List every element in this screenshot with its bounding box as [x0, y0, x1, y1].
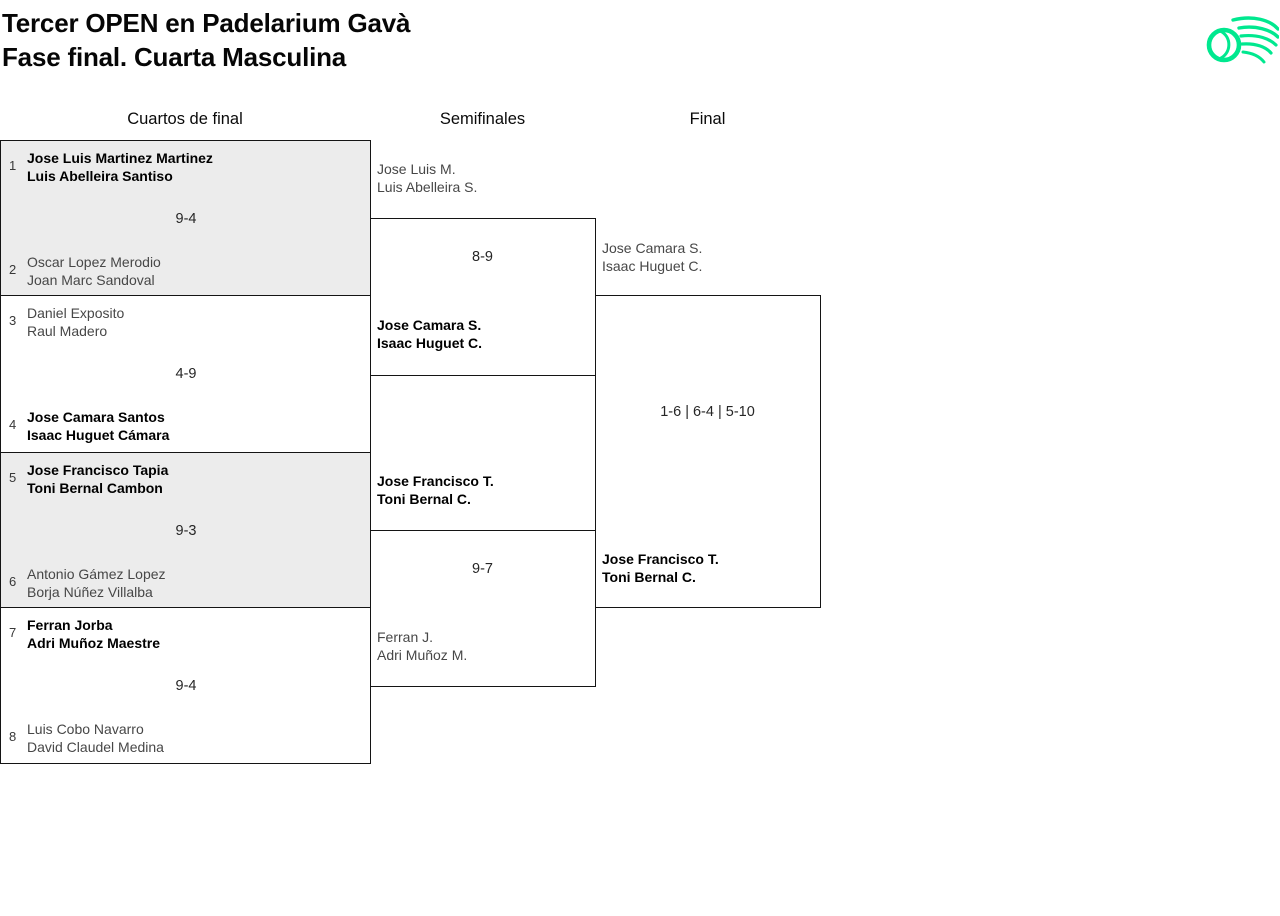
team-pair: Jose Francisco T. Toni Bernal C.: [377, 472, 494, 508]
player-name: Jose Camara Santos: [27, 409, 165, 425]
quarterfinal-match-1: 1 Jose Luis Martinez Martinez Luis Abell…: [0, 140, 371, 296]
team-pair: Luis Cobo Navarro David Claudel Medina: [27, 720, 164, 756]
player-name: Jose Camara S.: [602, 240, 703, 256]
team-pair: Jose Luis M. Luis Abelleira S.: [377, 160, 477, 196]
round-header-semifinales: Semifinales: [439, 110, 526, 128]
match-score: 8-9: [472, 249, 493, 265]
seed-number: 6: [9, 574, 17, 589]
team-pair: Jose Camara S. Isaac Huguet C.: [377, 316, 482, 352]
player-name: David Claudel Medina: [27, 739, 164, 755]
team-pair: Jose Camara Santos Isaac Huguet Cámara: [27, 408, 169, 444]
player-name: Isaac Huguet C.: [377, 335, 483, 351]
player-name: Luis Abelleira S.: [377, 179, 478, 195]
player-name: Isaac Huguet C.: [602, 258, 703, 274]
player-name: Jose Luis M.: [377, 161, 456, 177]
player-name: Joan Marc Sandoval: [27, 272, 155, 288]
player-name: Jose Camara S.: [377, 317, 482, 333]
player-name: Oscar Lopez Merodio: [27, 254, 161, 270]
round-header-cuartos-de-final: Cuartos de final: [127, 110, 243, 128]
player-name: Isaac Huguet Cámara: [27, 427, 170, 443]
match-score: 9-7: [472, 561, 493, 577]
player-name: Toni Bernal C.: [377, 491, 471, 507]
quarterfinal-match-3: 5 Jose Francisco Tapia Toni Bernal Cambo…: [0, 452, 371, 608]
page-title: Tercer OPEN en Padelarium Gavà Fase fina…: [2, 6, 410, 74]
team-pair: Jose Camara S. Isaac Huguet C.: [602, 239, 702, 275]
match-score: 9-3: [175, 523, 197, 539]
player-name: Jose Francisco Tapia: [27, 462, 169, 478]
round-header-final: Final: [689, 110, 726, 128]
team-pair: Jose Francisco Tapia Toni Bernal Cambon: [27, 461, 168, 497]
player-name: Antonio Gámez Lopez: [27, 566, 166, 582]
player-name: Luis Abelleira Santiso: [27, 168, 173, 184]
match-score: 4-9: [175, 366, 197, 382]
seed-number: 4: [9, 417, 17, 432]
seed-number: 3: [9, 313, 17, 328]
team-pair: Ferran J. Adri Muñoz M.: [377, 628, 467, 664]
final-match-box: [595, 295, 821, 608]
team-pair: Antonio Gámez Lopez Borja Núñez Villalba: [27, 565, 166, 601]
player-name: Ferran Jorba: [27, 617, 113, 633]
match-score: 1-6 | 6-4 | 5-10: [660, 404, 755, 420]
player-name: Jose Luis Martinez Martinez: [27, 150, 213, 166]
seed-number: 8: [9, 729, 17, 744]
player-name: Borja Núñez Villalba: [27, 584, 153, 600]
quarterfinal-match-2: 3 Daniel Exposito Raul Madero 4-9 4 Jose…: [0, 295, 371, 453]
seed-number: 5: [9, 470, 17, 485]
match-score: 9-4: [175, 211, 197, 227]
player-name: Adri Muñoz M.: [377, 647, 468, 663]
team-pair: Jose Luis Martinez Martinez Luis Abellei…: [27, 149, 213, 185]
seed-number: 7: [9, 625, 17, 640]
page-title-line2: Fase final. Cuarta Masculina: [2, 42, 347, 72]
team-pair: Daniel Exposito Raul Madero: [27, 304, 124, 340]
player-name: Toni Bernal C.: [602, 569, 696, 585]
seed-number: 1: [9, 158, 17, 173]
team-pair: Ferran Jorba Adri Muñoz Maestre: [27, 616, 160, 652]
semifinal-match-2-box: [370, 530, 596, 687]
player-name: Adri Muñoz Maestre: [27, 635, 161, 651]
player-name: Ferran J.: [377, 629, 434, 645]
player-name: Raul Madero: [27, 323, 108, 339]
player-name: Toni Bernal Cambon: [27, 480, 163, 496]
team-pair: Oscar Lopez Merodio Joan Marc Sandoval: [27, 253, 161, 289]
quarterfinal-match-4: 7 Ferran Jorba Adri Muñoz Maestre 9-4 8 …: [0, 607, 371, 764]
semifinal-match-1-box: [370, 218, 596, 376]
match-score: 9-4: [175, 678, 197, 694]
player-name: Jose Francisco T.: [377, 473, 494, 489]
seed-number: 2: [9, 262, 17, 277]
player-name: Luis Cobo Navarro: [27, 721, 144, 737]
player-name: Jose Francisco T.: [602, 551, 719, 567]
page-title-line1: Tercer OPEN en Padelarium Gavà: [2, 8, 411, 38]
player-name: Daniel Exposito: [27, 305, 125, 321]
padel-ball-swoosh-icon: [1206, 16, 1279, 64]
team-pair: Jose Francisco T. Toni Bernal C.: [602, 550, 719, 586]
